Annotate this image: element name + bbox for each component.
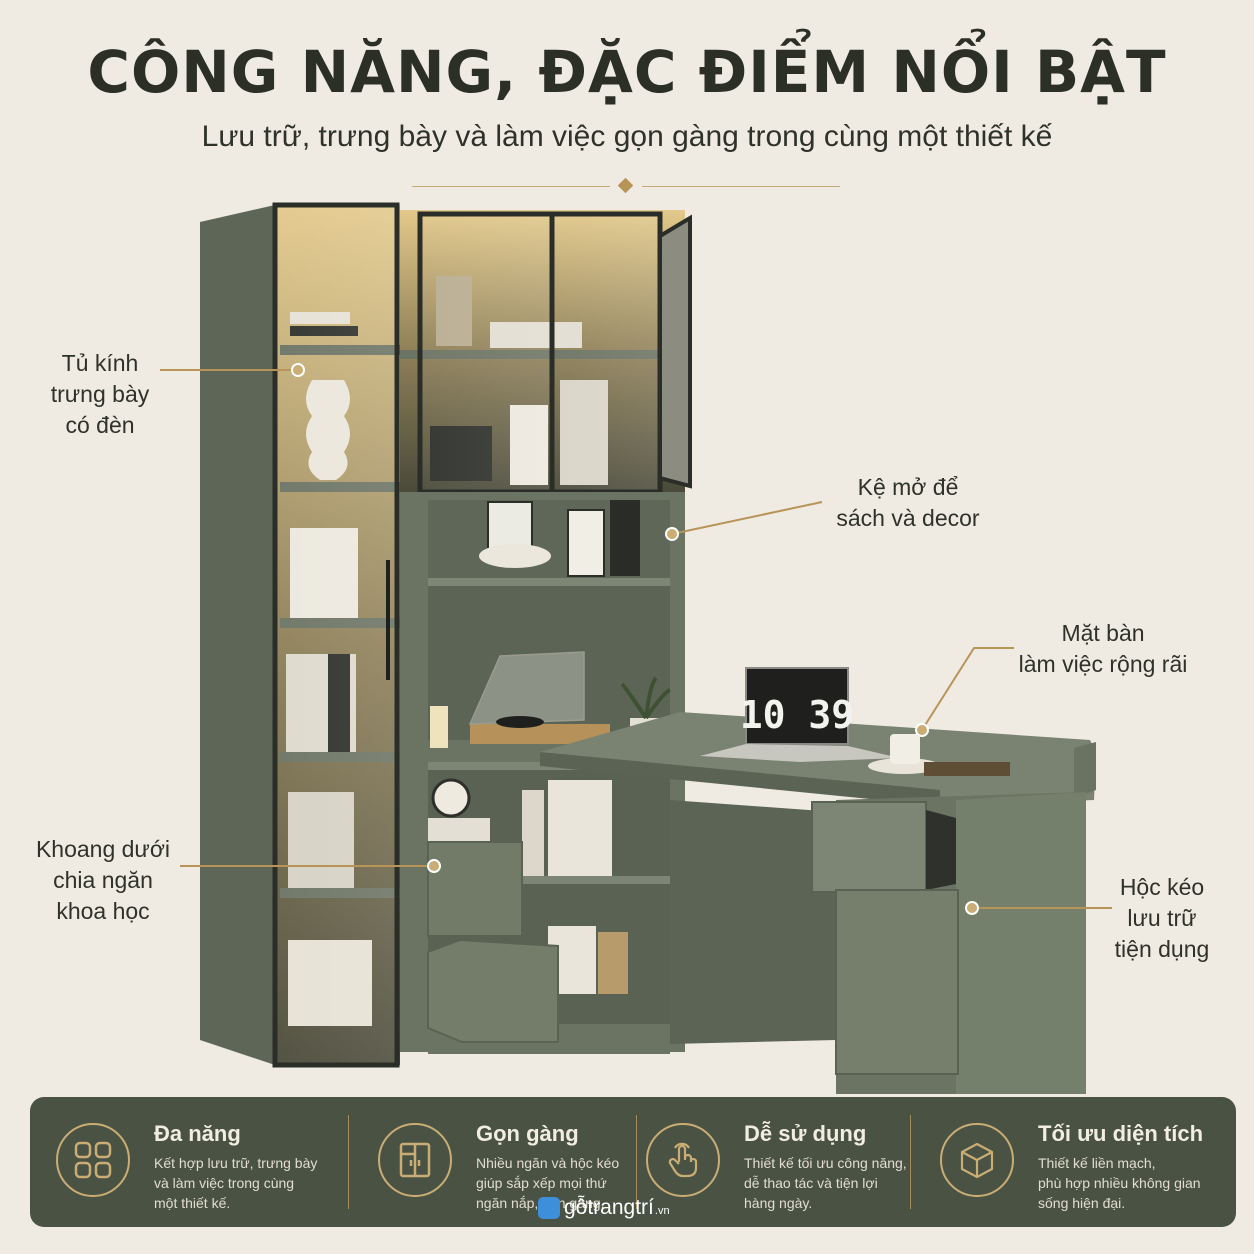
callout-glass-cabinet: Tủ kính trưng bày có đèn: [50, 350, 150, 438]
pedestal-door: [835, 889, 959, 1075]
cabinet-icon: [378, 1123, 452, 1197]
cube-icon: [940, 1123, 1014, 1197]
features-panel: Đa năng Kết hợp lưu trữ, trưng bày và là…: [30, 1097, 1236, 1227]
turntable: [468, 651, 610, 744]
pedestal-drawer: [811, 801, 927, 893]
feature-separator: [636, 1115, 637, 1209]
watermark-suffix: .vn: [654, 1205, 670, 1217]
clock: [431, 778, 471, 818]
feature-title: Dễ sử dụng: [744, 1121, 867, 1146]
glass-door-open: [658, 214, 692, 489]
feature-title: Tối ưu diện tích: [1038, 1121, 1204, 1146]
callout-open-shelf: Kệ mở để sách và decor: [836, 474, 980, 531]
feature-desc: Thiết kế liền mạch, phù hợp nhiều không …: [1038, 1155, 1201, 1211]
desk-modesty-panel: [670, 800, 836, 1044]
desk-front-edge: [540, 752, 940, 806]
grid-icon: [56, 1123, 130, 1197]
feature-desc: Thiết kế tối ưu công năng, dễ thao tác v…: [744, 1155, 907, 1211]
dot-glass-cabinet: [291, 363, 305, 377]
lower-drawer-1: [427, 841, 523, 937]
callout-lower-compartment: Khoang dưới chia ngăn khoa học: [35, 836, 171, 924]
dot-drawers: [965, 901, 979, 915]
cabinet-side-panel: [200, 205, 275, 1065]
leader-desk-top: [921, 647, 1014, 731]
dot-open-shelf: [665, 527, 679, 541]
hand-pointer-icon: [646, 1123, 720, 1197]
watermark-badge-icon: [538, 1197, 560, 1219]
glass-door-right: [549, 211, 663, 495]
callout-desk-top: Mặt bàn làm việc rộng rãi: [1018, 620, 1188, 677]
laptop: 10 39: [700, 667, 900, 762]
watermark-logo: gỗtrangtrí .vn: [538, 1196, 670, 1220]
page-title: CÔNG NĂNG, ĐẶC ĐIỂM NỔI BẬT: [87, 38, 1167, 106]
glass-door-middle: [417, 211, 555, 495]
page-subtitle: Lưu trữ, trưng bày và làm việc gọn gàng …: [201, 120, 1053, 153]
divider-left: [412, 186, 610, 187]
feature-title: Gọn gàng: [476, 1121, 579, 1146]
shelf-decor: [479, 500, 640, 577]
feature-desc: Kết hợp lưu trữ, trưng bày và làm việc t…: [154, 1155, 318, 1211]
tall-glass-door: [272, 202, 400, 1068]
dot-desk-top: [915, 723, 929, 737]
feature-title: Đa năng: [154, 1121, 241, 1146]
divider-right: [642, 186, 840, 187]
coffee-cup: [868, 734, 940, 774]
feature-separator: [348, 1115, 349, 1209]
laptop-clock: 10 39: [740, 693, 854, 737]
watermark-name: gỗtrangtrí: [564, 1196, 654, 1219]
leader-open-shelf: [671, 501, 823, 535]
callout-drawers: Hộc kéo lưu trữ tiện dụng: [1114, 874, 1210, 962]
feature-separator: [910, 1115, 911, 1209]
lower-drawer-2: [427, 938, 559, 1043]
dot-lower-compartment: [427, 859, 441, 873]
